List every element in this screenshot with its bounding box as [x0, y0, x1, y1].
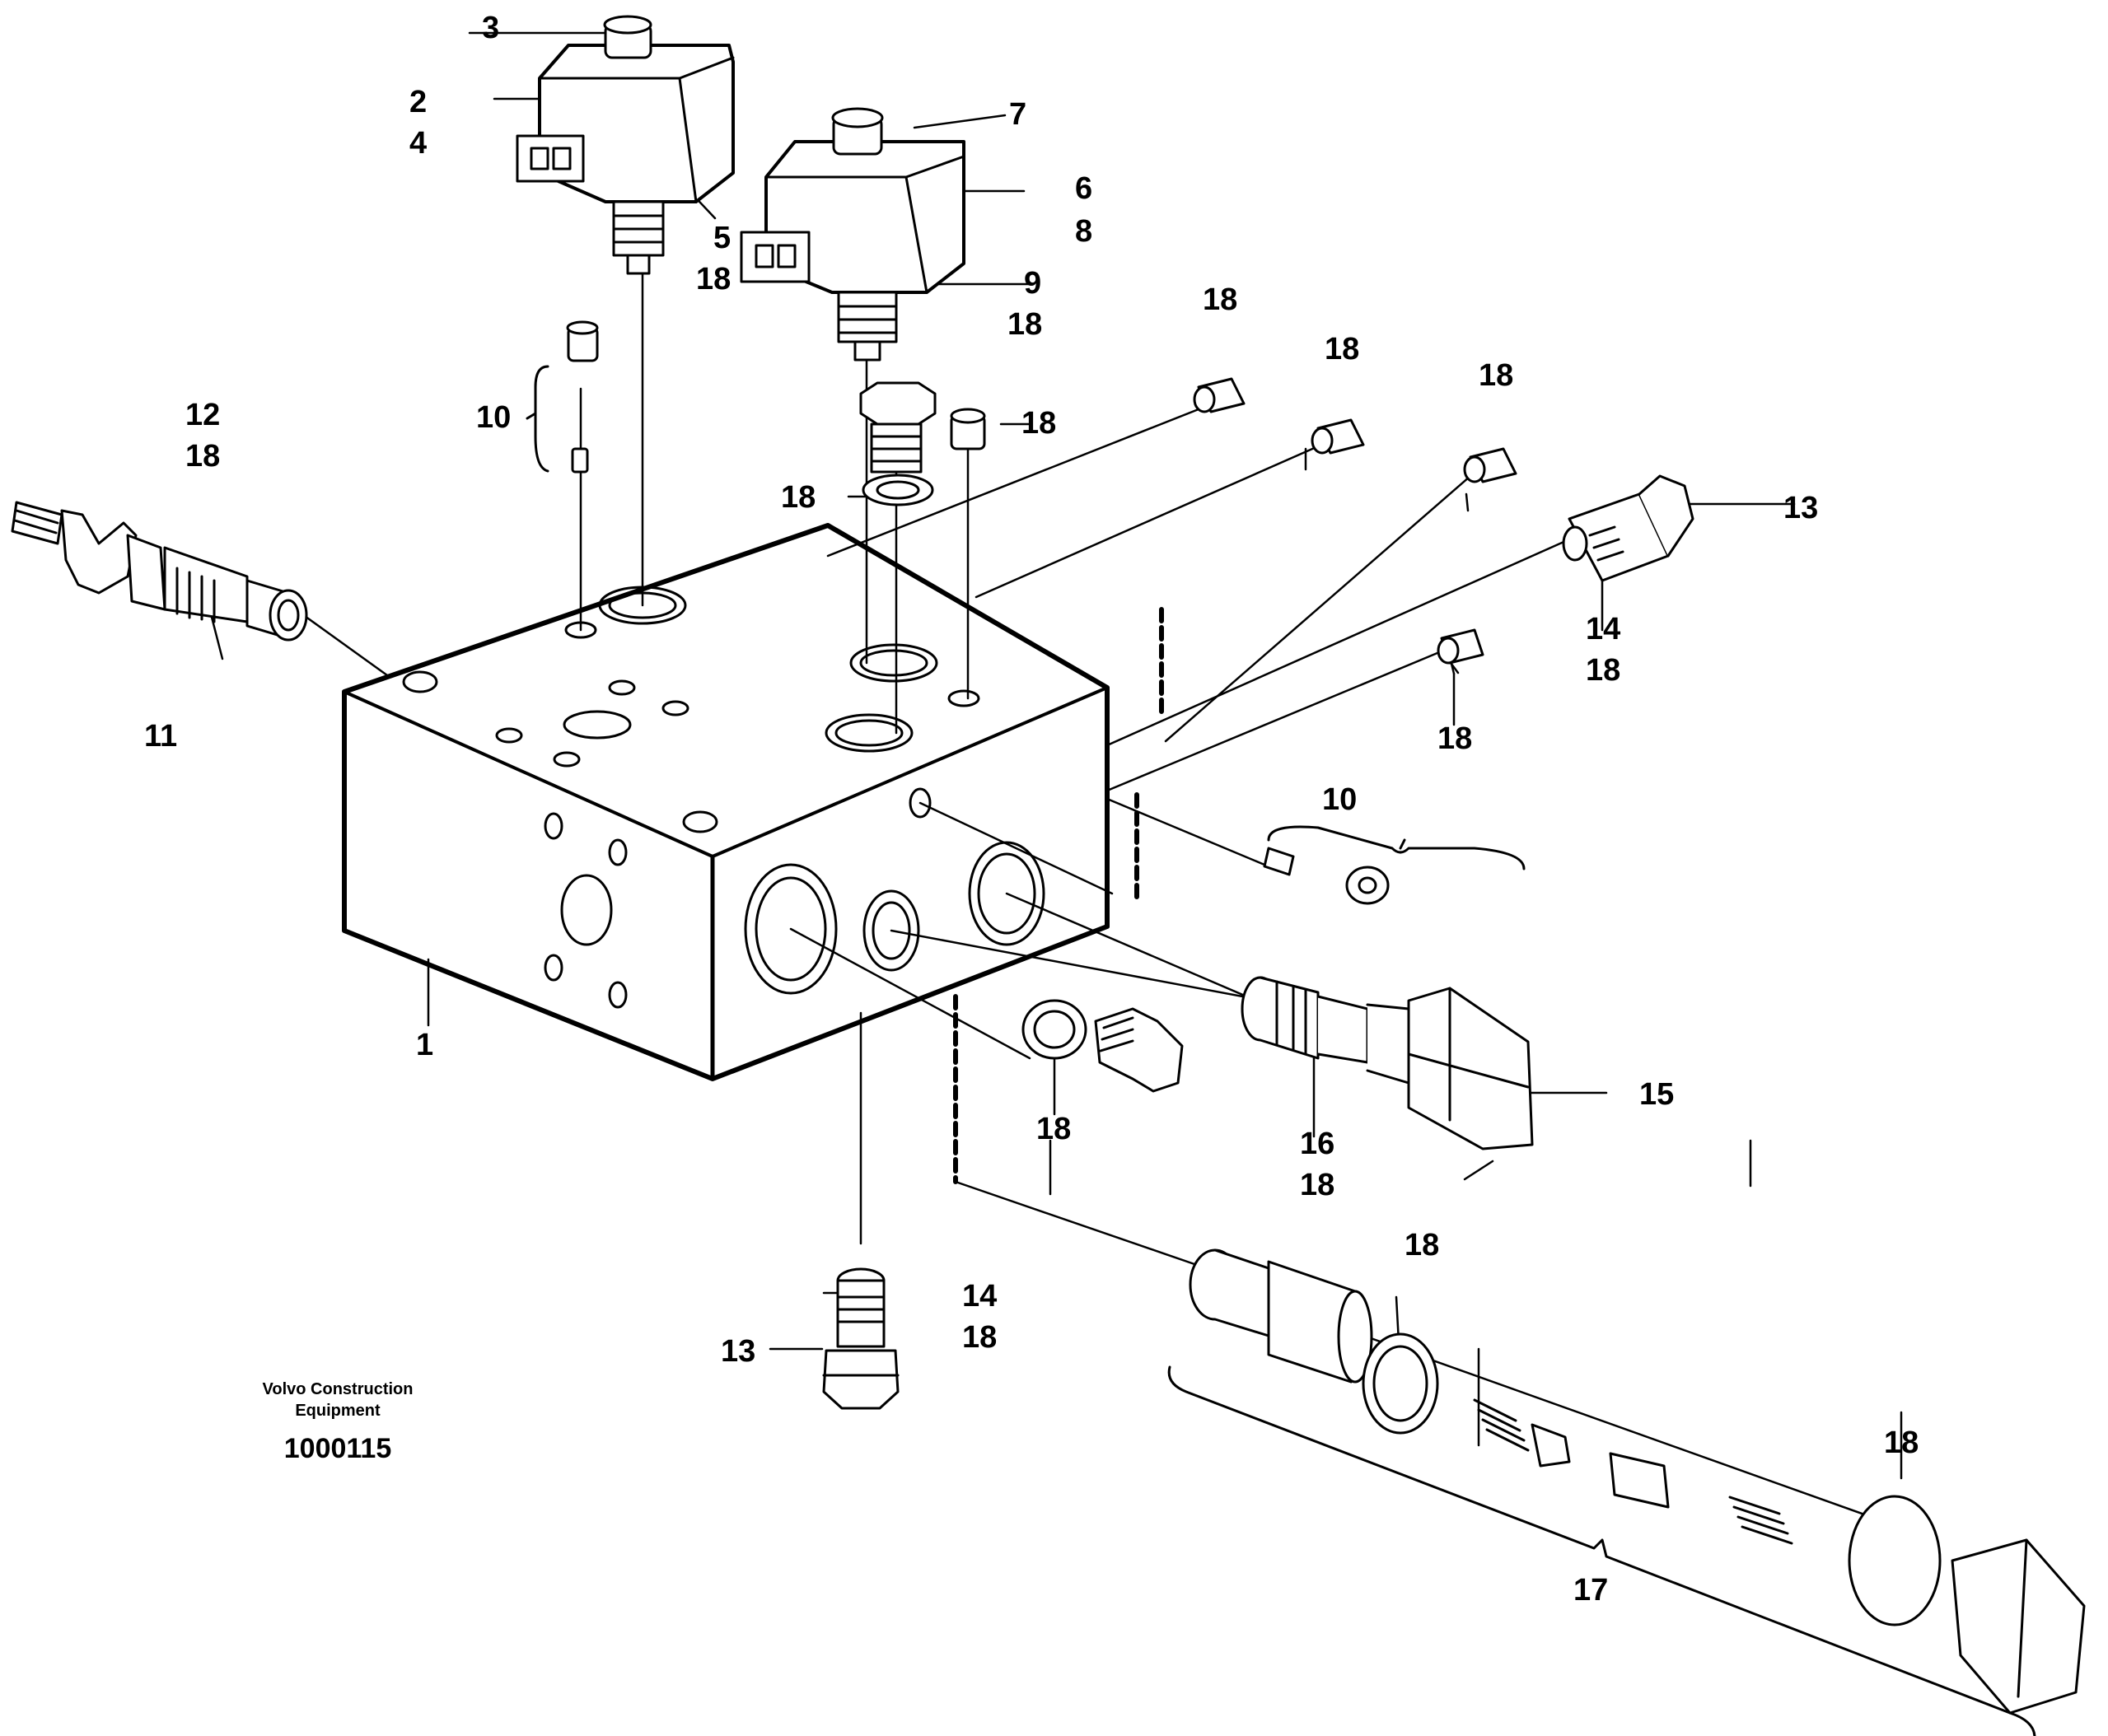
plug-and-washer-lower	[1021, 999, 1184, 1093]
callout-6: 6	[1075, 171, 1093, 206]
callout-16: 16	[1300, 1127, 1335, 1161]
callout-9: 9	[1024, 266, 1042, 301]
cartridge-left	[11, 501, 308, 642]
callout-1: 1	[416, 1028, 434, 1062]
callout-10-lower: 10	[1322, 782, 1358, 817]
callout-2: 2	[409, 85, 428, 119]
company-name-line2: Equipment	[295, 1402, 381, 1420]
callout-18-a: 18	[696, 262, 731, 296]
callout-18-f: 18	[1021, 406, 1057, 441]
callout-10-upper: 10	[476, 400, 512, 435]
figure-number: 1000115	[283, 1433, 392, 1464]
callout-8: 8	[1075, 214, 1093, 249]
callout-18-g: 18	[781, 480, 816, 515]
callout-18-c: 18	[1203, 282, 1238, 317]
callout-11: 11	[144, 719, 178, 754]
hidden-lines	[953, 607, 1164, 1184]
screw-and-pin-lower	[1263, 847, 1390, 905]
callout-4: 4	[409, 126, 428, 161]
callout-17: 17	[1573, 1573, 1609, 1608]
callout-13-right: 13	[1783, 491, 1819, 525]
callout-18-o: 18	[1884, 1426, 1919, 1460]
valve-assembly-17	[1189, 1248, 2086, 1715]
callout-18-i: 18	[1586, 653, 1621, 688]
solenoid-coil-1	[516, 15, 735, 275]
plugs-top-right	[1193, 377, 1517, 665]
company-name-line1: Volvo Construction	[262, 1380, 414, 1398]
callout-14-right: 14	[1586, 612, 1621, 646]
banjo-bottom	[822, 1267, 900, 1410]
callout-7: 7	[1009, 97, 1027, 132]
hex-plug-top	[859, 381, 986, 506]
callout-14-bottom: 14	[962, 1279, 998, 1314]
callout-18-n: 18	[1405, 1228, 1440, 1262]
callout-18-h: 18	[185, 439, 221, 474]
callout-18-m: 18	[962, 1320, 998, 1355]
callout-18-e: 18	[1479, 358, 1514, 393]
callout-18-d: 18	[1325, 332, 1360, 366]
callout-18-l: 18	[1300, 1168, 1335, 1202]
callout-18-k: 18	[1036, 1112, 1072, 1146]
check-valve-right	[1562, 474, 1694, 582]
callout-18-b: 18	[1007, 307, 1043, 342]
callout-5: 5	[713, 221, 731, 255]
solenoid-coil-2	[740, 107, 965, 362]
callout-12: 12	[185, 398, 221, 432]
callout-3: 3	[482, 11, 500, 45]
braces	[1167, 825, 2036, 1736]
relief-valve	[1241, 976, 1534, 1150]
callout-13-bottom: 13	[721, 1334, 756, 1369]
callout-18-j: 18	[1437, 721, 1473, 756]
valve-block	[342, 523, 1110, 1081]
screw-and-pin-upper	[526, 320, 599, 474]
callout-15: 15	[1639, 1077, 1675, 1112]
